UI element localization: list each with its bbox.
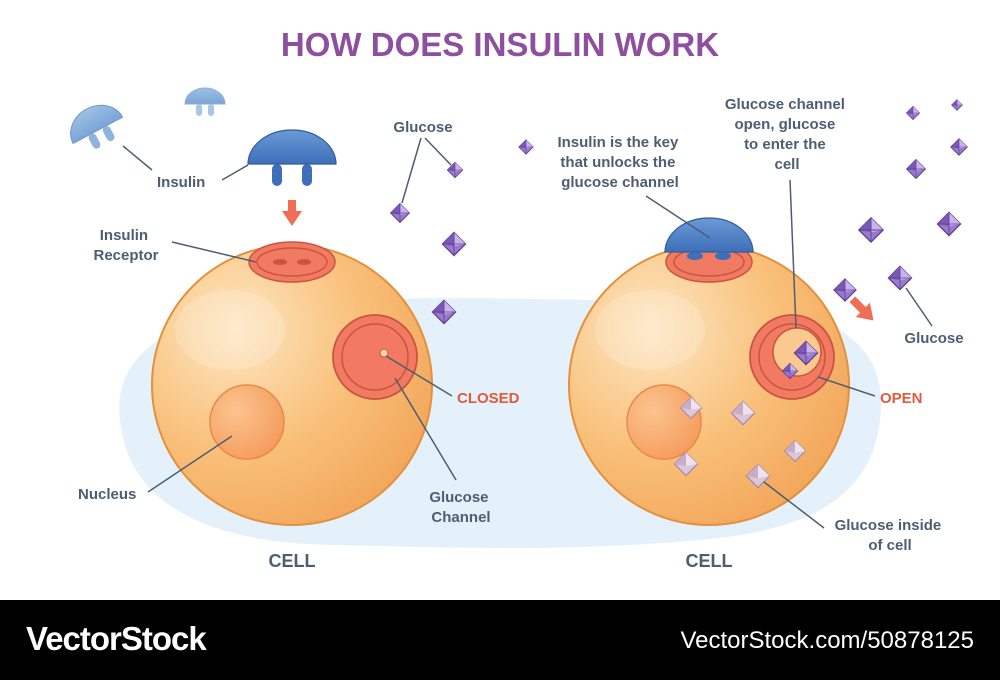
insulin-diagram: HOW DOES INSULIN WORK Insulin Insulin R — [70, 26, 968, 571]
insulin-receptor — [248, 241, 336, 283]
insulin-leader-line — [221, 164, 249, 181]
cell-label-left: CELL — [269, 551, 316, 571]
nucleus — [209, 384, 285, 460]
entry-arrow-icon — [849, 296, 874, 321]
insulin-molecule-faded-1 — [70, 104, 124, 149]
glucose-molecule — [936, 211, 962, 237]
glucose-molecule — [906, 159, 926, 179]
receptor-label: Insulin Receptor — [93, 227, 158, 264]
glucose-molecule — [951, 99, 963, 111]
glucose-label-left: Glucose — [393, 119, 452, 136]
cell-right-highlight — [595, 290, 705, 370]
channel-label: Glucose Channel — [429, 489, 492, 526]
footer-bar: VectorStock VectorStock.com/50878125 — [0, 600, 1000, 680]
cell-left-highlight — [175, 290, 285, 370]
closed-leader-line — [385, 355, 453, 397]
key-label: Insulin is the key that unlocks the gluc… — [557, 134, 682, 191]
insulin-molecule-bound — [664, 217, 754, 260]
glucose-leader-line — [401, 137, 422, 204]
glucose-channel-closed — [332, 314, 418, 400]
insulin-molecule — [247, 129, 337, 186]
nucleus-right — [626, 384, 702, 460]
open-channel-label: Glucose channel open, glucose to enter t… — [725, 96, 849, 173]
glucose-molecule — [441, 231, 467, 257]
glucose-right-leader-line — [905, 287, 933, 327]
glucose-channel-open — [749, 314, 835, 400]
glucose-molecule — [906, 106, 920, 120]
glucose-molecule — [858, 217, 884, 243]
nucleus-label: Nucleus — [78, 486, 136, 503]
open-label: OPEN — [880, 390, 923, 407]
receptor-leader-line — [171, 241, 257, 263]
glucose-molecule — [887, 265, 913, 291]
page-title: HOW DOES INSULIN WORK — [281, 26, 719, 63]
open-leader-line — [817, 376, 876, 397]
glucose-molecule — [518, 139, 534, 155]
glucose-molecule — [390, 203, 410, 223]
insulin-label: Insulin — [157, 174, 205, 191]
insulin-leader-line — [122, 145, 153, 171]
cell-label-right: CELL — [686, 551, 733, 571]
glucose-label-right: Glucose — [904, 330, 963, 347]
key-leader-line — [645, 195, 711, 239]
inside-label: Glucose inside of cell — [835, 517, 946, 554]
inside-leader-line — [763, 481, 825, 529]
channel-leader-line — [394, 377, 457, 481]
brand-logo: VectorStock — [26, 620, 207, 657]
insulin-molecule-faded-2 — [184, 87, 226, 116]
down-arrow-icon — [282, 200, 302, 226]
diagram-canvas: HOW DOES INSULIN WORK Insulin Insulin R — [70, 26, 968, 571]
open-channel-leader-line — [789, 179, 797, 329]
image-credit: VectorStock.com/50878125 — [680, 627, 974, 654]
glucose-leader-line — [424, 137, 452, 166]
glucose-molecule — [950, 138, 968, 156]
glucose-molecule — [833, 278, 857, 302]
nucleus-leader-line — [147, 435, 233, 493]
closed-label: CLOSED — [457, 390, 520, 407]
